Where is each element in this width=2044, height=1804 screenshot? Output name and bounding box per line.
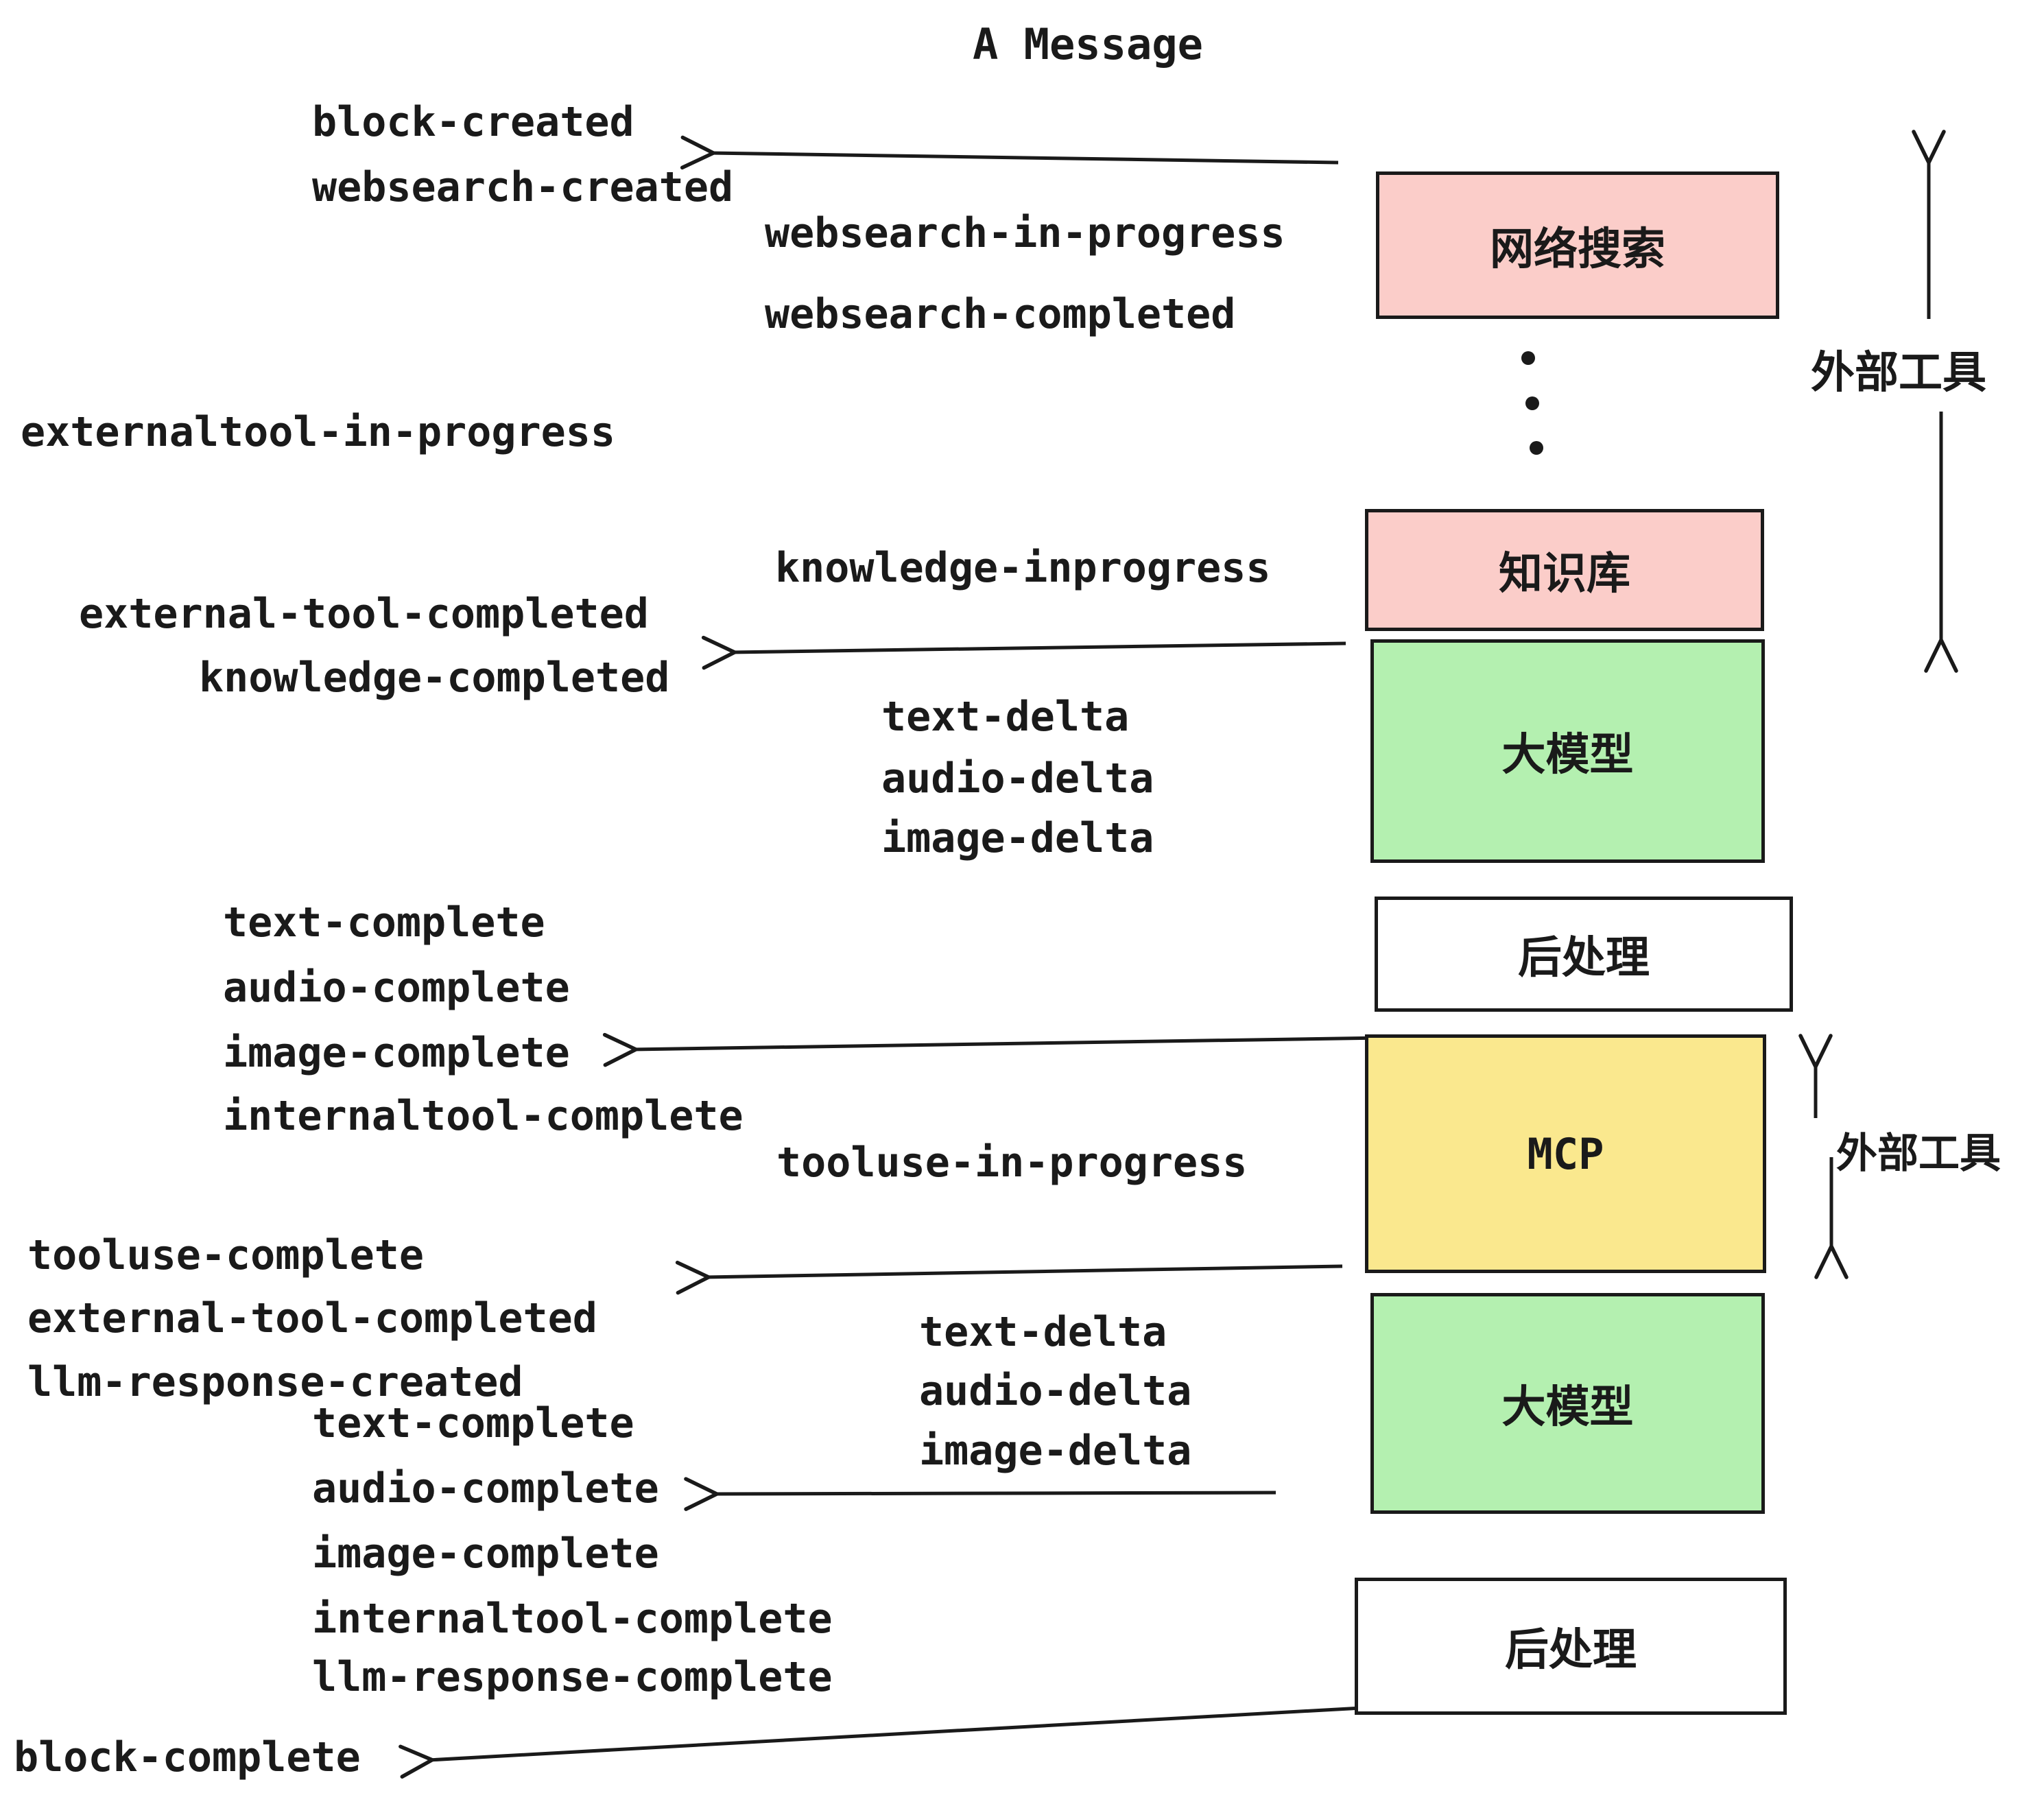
event-llm-response-complete: llm-response-complete <box>312 1653 833 1701</box>
event-websearch-completed: websearch-completed <box>765 290 1236 338</box>
external-tools-label-1: 外部工具 <box>1811 348 1986 399</box>
event-block-complete: block-complete <box>14 1733 361 1781</box>
box-websearch: 网络搜索 <box>1376 171 1779 319</box>
box-llm-2: 大模型 <box>1370 1293 1765 1514</box>
event-external-tool-completed: external-tool-completed <box>79 590 649 638</box>
event-websearch-created: websearch-created <box>312 163 734 211</box>
event-image-delta: image-delta <box>881 814 1154 862</box>
arrow-to-audio-complete <box>713 1493 1276 1494</box>
event-internaltool-complete: internaltool-complete <box>223 1092 744 1140</box>
event-llm-response-created: llm-response-created <box>27 1358 523 1406</box>
event-internaltool-complete-2: internaltool-complete <box>312 1595 833 1643</box>
arrow-to-block-created <box>710 153 1339 163</box>
event-tooluse-complete: tooluse-complete <box>27 1231 424 1279</box>
arrow-to-block-complete <box>429 1706 1362 1760</box>
box-llm-1: 大模型 <box>1370 639 1765 863</box>
event-websearch-in-progress: websearch-in-progress <box>765 209 1285 257</box>
arrow-to-tooluse-complete <box>705 1266 1343 1277</box>
event-audio-complete: audio-complete <box>223 964 570 1012</box>
event-image-delta-2: image-delta <box>919 1427 1192 1475</box>
event-audio-complete-2: audio-complete <box>312 1464 659 1512</box>
ellipsis-dots <box>1521 351 1543 455</box>
event-audio-delta-2: audio-delta <box>919 1367 1192 1415</box>
event-image-complete: image-complete <box>223 1029 570 1077</box>
diagram-title: A Message <box>973 19 1203 69</box>
event-text-complete-2: text-complete <box>312 1399 634 1447</box>
event-text-complete: text-complete <box>223 899 545 947</box>
event-external-tool-completed-2: external-tool-completed <box>27 1294 597 1342</box>
event-knowledge-completed: knowledge-completed <box>199 654 670 702</box>
event-text-delta-2: text-delta <box>919 1308 1167 1356</box>
arrow-to-knowledge-completed <box>731 643 1346 652</box>
event-tooluse-in-progress: tooluse-in-progress <box>776 1139 1248 1187</box>
external-tools-label-2: 外部工具 <box>1836 1130 2001 1178</box>
event-knowledge-inprogress: knowledge-inprogress <box>775 544 1271 592</box>
event-text-delta: text-delta <box>881 693 1130 741</box>
event-block-created: block-created <box>312 98 634 146</box>
box-mcp: MCP <box>1365 1034 1766 1273</box>
event-externaltool-in-progress: externaltool-in-progress <box>21 408 615 456</box>
box-post-processing-2: 后处理 <box>1355 1578 1787 1715</box>
box-knowledge-base: 知识库 <box>1365 509 1764 631</box>
arrow-to-image-complete <box>632 1038 1383 1049</box>
box-post-processing-1: 后处理 <box>1375 897 1793 1012</box>
event-image-complete-2: image-complete <box>312 1530 659 1578</box>
event-audio-delta: audio-delta <box>881 755 1154 803</box>
